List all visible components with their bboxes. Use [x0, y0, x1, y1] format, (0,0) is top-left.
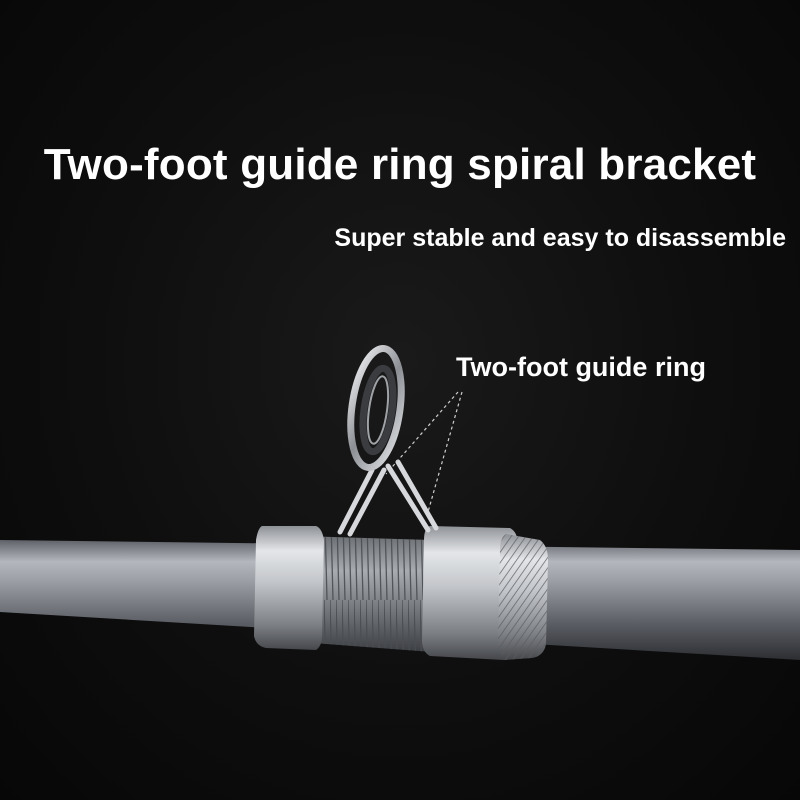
page-subtitle: Super stable and easy to disassemble — [334, 224, 786, 252]
page-title: Two-foot guide ring spiral bracket — [43, 140, 757, 189]
right-collar — [422, 526, 518, 660]
callout-label: Two-foot guide ring — [456, 352, 706, 382]
callout-leader-line — [427, 391, 463, 513]
guide-ring-insert — [359, 364, 397, 456]
guide-ring-outer — [347, 344, 405, 472]
left-collar — [254, 526, 324, 650]
guide-frame — [337, 459, 439, 537]
callout-leader-line — [385, 391, 459, 475]
